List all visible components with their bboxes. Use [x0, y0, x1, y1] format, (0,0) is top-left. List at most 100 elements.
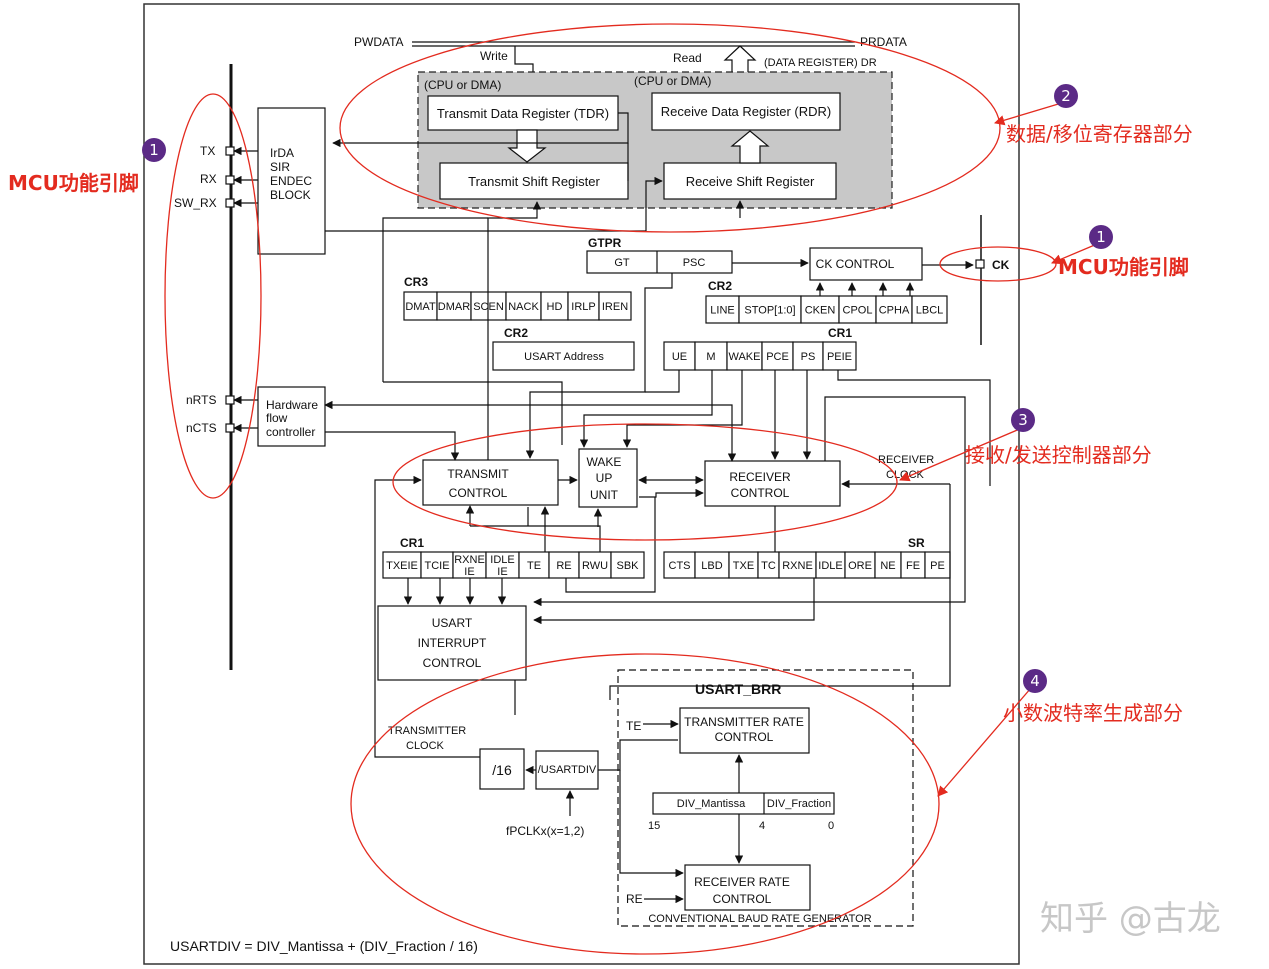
cr3-bit-cell [505, 291, 542, 321]
cr1_top-bit-cell [694, 341, 728, 371]
tx-clock-line-2: CLOCK [406, 740, 445, 752]
cr2_top-bit-label: STOP[1:0] [744, 305, 795, 317]
div-mantissa-label: DIV_Mantissa [677, 798, 746, 810]
sr-bit-label: PE [930, 560, 945, 572]
cr3-title: CR3 [404, 275, 428, 289]
sr-bit-cell [778, 551, 817, 579]
fpclk-label: fPCLKx(x=1,2) [506, 824, 584, 838]
sr-bit-label: LBD [701, 560, 722, 572]
receiver-control-line-1: RECEIVER [729, 470, 791, 484]
interrupt-line-2: INTERRUPT [418, 636, 487, 650]
tx-rate-line-2: CONTROL [715, 730, 774, 744]
pin-nrts: nRTS [186, 393, 216, 407]
cr3-bit-label: HD [547, 301, 563, 313]
cpu-dma-write-label: (CPU or DMA) [424, 78, 501, 92]
tsr-label: Transmit Shift Register [468, 174, 600, 189]
tdr-label: Transmit Data Register (TDR) [437, 106, 609, 121]
cr1_bottom-bit-cell [578, 551, 612, 579]
badge-4-text: 4 [1030, 672, 1040, 690]
bit-4: 4 [759, 820, 765, 832]
gtpr-gt: GT [614, 257, 630, 269]
badge-3-text: 3 [1018, 411, 1028, 429]
cr3-bit-cell [403, 291, 438, 321]
hw-flow-block [257, 386, 326, 447]
badge-2-text: 2 [1061, 87, 1071, 105]
brr-footer: CONVENTIONAL BAUD RATE GENERATOR [648, 913, 871, 925]
connections [233, 112, 991, 904]
sr-bit-label: CTS [669, 560, 691, 572]
irda-line-1: IrDA [270, 146, 294, 160]
tx-rate-line-1: TRANSMITTER RATE [684, 715, 804, 729]
usartdiv-box [535, 750, 599, 790]
cr1_bottom-bit-cell [610, 551, 645, 579]
interrupt-control-box [377, 605, 527, 681]
badge-1-ck-text: 1 [1096, 228, 1106, 246]
cr1_top-bit-cell [792, 341, 824, 371]
badge-1-left-text: 1 [149, 141, 159, 159]
badge-4: 4 [1023, 669, 1047, 693]
cr2_top-bit-label: LBCL [916, 305, 944, 317]
prdata-label: PRDATA [860, 35, 907, 49]
cr1_bottom-bit-cell [548, 551, 580, 579]
hw-flow-line-2: flow [266, 411, 288, 425]
pin-sw-rx: SW_RX [174, 196, 217, 210]
cr2_top-bit-cell [738, 295, 802, 324]
cr1_top-bit-label: UE [672, 351, 687, 363]
cr3-bit-cell [436, 291, 472, 321]
gtpr-psc: PSC [683, 257, 706, 269]
write-label: Write [480, 49, 508, 63]
sr-bit-label: ORE [848, 560, 872, 572]
cr1_top-bit-label: PCE [766, 351, 789, 363]
read-label: Read [673, 51, 702, 65]
sr-title: SR [908, 536, 925, 550]
control-label: 接收/发送控制器部分 [965, 443, 1152, 467]
dr-label: (DATA REGISTER) DR [764, 57, 877, 69]
div16-box [479, 748, 525, 790]
cr3-bit-label: DMAT [405, 301, 436, 313]
brr-title: USART_BRR [695, 681, 781, 697]
cr3-bit-label: DMAR [438, 301, 470, 313]
badge-3: 3 [1011, 408, 1035, 432]
cpu-dma-read-label: (CPU or DMA) [634, 74, 711, 88]
ck-pin-square [975, 259, 985, 269]
div-fraction-label: DIV_Fraction [767, 798, 831, 810]
cr1_bottom-bit-cell [518, 551, 550, 579]
cr2_top-bit-label: LINE [710, 305, 734, 317]
cr2-addr-title: CR2 [504, 326, 528, 340]
rx-rate-line-1: RECEIVER RATE [694, 875, 790, 889]
usartdiv-label: /USARTDIV [538, 764, 597, 776]
cr2_top-bit-label: CPHA [879, 305, 910, 317]
tdr-to-tsr-arrow [507, 129, 547, 163]
transmit-control-line-1: TRANSMIT [447, 467, 509, 481]
receiver-control-line-2: CONTROL [731, 486, 790, 500]
usart-address-label: USART Address [524, 351, 604, 363]
cr1_bottom-bit-label: TCIE [424, 560, 449, 572]
cr1_top-bit-label: PS [801, 351, 816, 363]
mcu-pin-label-ck: MCU功能引脚 [1058, 255, 1189, 279]
pin-ncts: nCTS [186, 421, 217, 435]
data-shift-label: 数据/移位寄存器部分 [1006, 122, 1193, 146]
brr-area [617, 669, 914, 927]
pin-tx: TX [200, 144, 215, 158]
brr-te-label: TE [626, 719, 641, 733]
cr3-bit-cell [567, 291, 600, 321]
interrupt-line-3: CONTROL [423, 656, 482, 670]
tdr-box [427, 95, 619, 131]
receiver-control-box [704, 460, 841, 507]
cr2_top-bit-cell [911, 295, 948, 324]
wakeup-line-3: UNIT [590, 488, 619, 502]
cr3-bit-label: IRLP [571, 301, 595, 313]
transmit-control-box [422, 459, 559, 506]
gtpr-box [586, 250, 733, 274]
baud-label: 小数波特率生成部分 [1003, 701, 1183, 725]
bit-15: 15 [648, 820, 660, 832]
receiver-clock-line-1: RECEIVER [878, 454, 934, 466]
cr1-upper-title: CR1 [828, 326, 852, 340]
irda-line-4: BLOCK [270, 188, 311, 202]
red-annotations [164, 23, 1098, 955]
hw-flow-line-1: Hardware [266, 398, 318, 412]
sr-bit-label: NE [880, 560, 895, 572]
